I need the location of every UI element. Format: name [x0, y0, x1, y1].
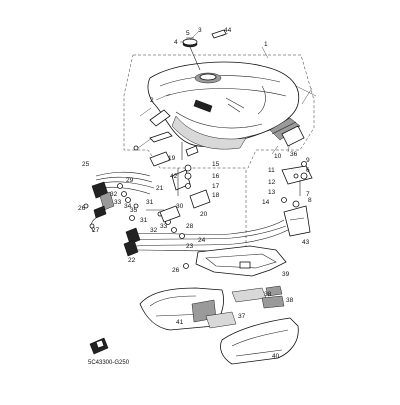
right-side-cover: [220, 317, 299, 365]
callout-1: 1: [264, 41, 268, 48]
callout-7: 7: [306, 191, 310, 198]
callout-2a: 2: [150, 97, 154, 104]
callout-8: 8: [308, 197, 312, 204]
callout-13: 13: [268, 189, 276, 196]
callout-23: 23: [186, 243, 194, 250]
callout-38b: 38: [286, 297, 294, 304]
callout-44: 44: [224, 27, 232, 34]
callout-42: 42: [170, 173, 178, 180]
callout-26b: 26: [172, 267, 180, 274]
callout-27: 27: [92, 227, 100, 234]
callout-19: 19: [168, 155, 176, 162]
callout-33b: 33: [160, 223, 168, 230]
callout-26a: 26: [78, 205, 86, 212]
callout-28: 28: [186, 223, 194, 230]
center-bracket: [149, 131, 211, 209]
left-side-cover: [139, 287, 224, 331]
callout-22: 22: [128, 257, 136, 264]
callout-37: 37: [238, 313, 246, 320]
left-harness: [83, 171, 155, 233]
callout-41: 41: [176, 319, 184, 326]
callout-21: 21: [156, 185, 164, 192]
callout-10: 10: [274, 153, 282, 160]
tank-group-box: [123, 54, 315, 169]
callout-25: 25: [82, 161, 90, 168]
callout-35: 35: [130, 207, 138, 214]
tank-emblem: [269, 117, 301, 141]
callout-36: 36: [290, 151, 298, 158]
callout-18: 18: [212, 192, 220, 199]
callout-4: 4: [174, 39, 178, 46]
callout-33a: 33: [114, 199, 122, 206]
tank-knee-guard: [171, 115, 247, 150]
callout-34: 34: [124, 203, 132, 210]
callout-16: 16: [212, 173, 220, 180]
callout-15: 15: [212, 161, 220, 168]
left-fasteners: [117, 183, 164, 221]
callout-31b: 31: [140, 217, 148, 224]
rubber-mat: [195, 245, 287, 277]
callout-17: 17: [212, 183, 220, 190]
callout-24: 24: [198, 237, 206, 244]
callout-5: 5: [186, 30, 190, 37]
callouts: 1 2 3 4 5 6 7 8 9 10 11 12 13 14 15 16 1…: [78, 27, 312, 360]
callout-20: 20: [200, 211, 208, 218]
callout-12: 12: [268, 179, 276, 186]
callout-6: 6: [306, 167, 310, 174]
callout-29: 29: [126, 177, 134, 184]
callout-3: 3: [198, 27, 202, 34]
callout-14: 14: [262, 199, 270, 206]
side-pad-37: [205, 287, 267, 329]
right-bracket-upper: [281, 125, 313, 196]
callout-11: 11: [268, 167, 275, 174]
callout-39: 39: [282, 271, 290, 278]
diagram-code: 5C43300-G250: [88, 360, 130, 366]
callout-30: 30: [176, 203, 184, 210]
callout-32b: 32: [150, 227, 158, 234]
callout-40: 40: [272, 353, 280, 360]
right-bracket-lower: [281, 197, 311, 237]
callout-31a: 31: [146, 199, 154, 206]
side-pad-38: [261, 285, 285, 309]
front-indicator-icon: [89, 337, 109, 355]
callout-9: 9: [306, 157, 310, 164]
lower-harness: [123, 205, 289, 269]
callout-32a: 32: [110, 191, 118, 198]
callout-43: 43: [302, 239, 310, 246]
tank-bracket-left: [133, 109, 171, 151]
callout-38a: 38: [264, 291, 272, 298]
